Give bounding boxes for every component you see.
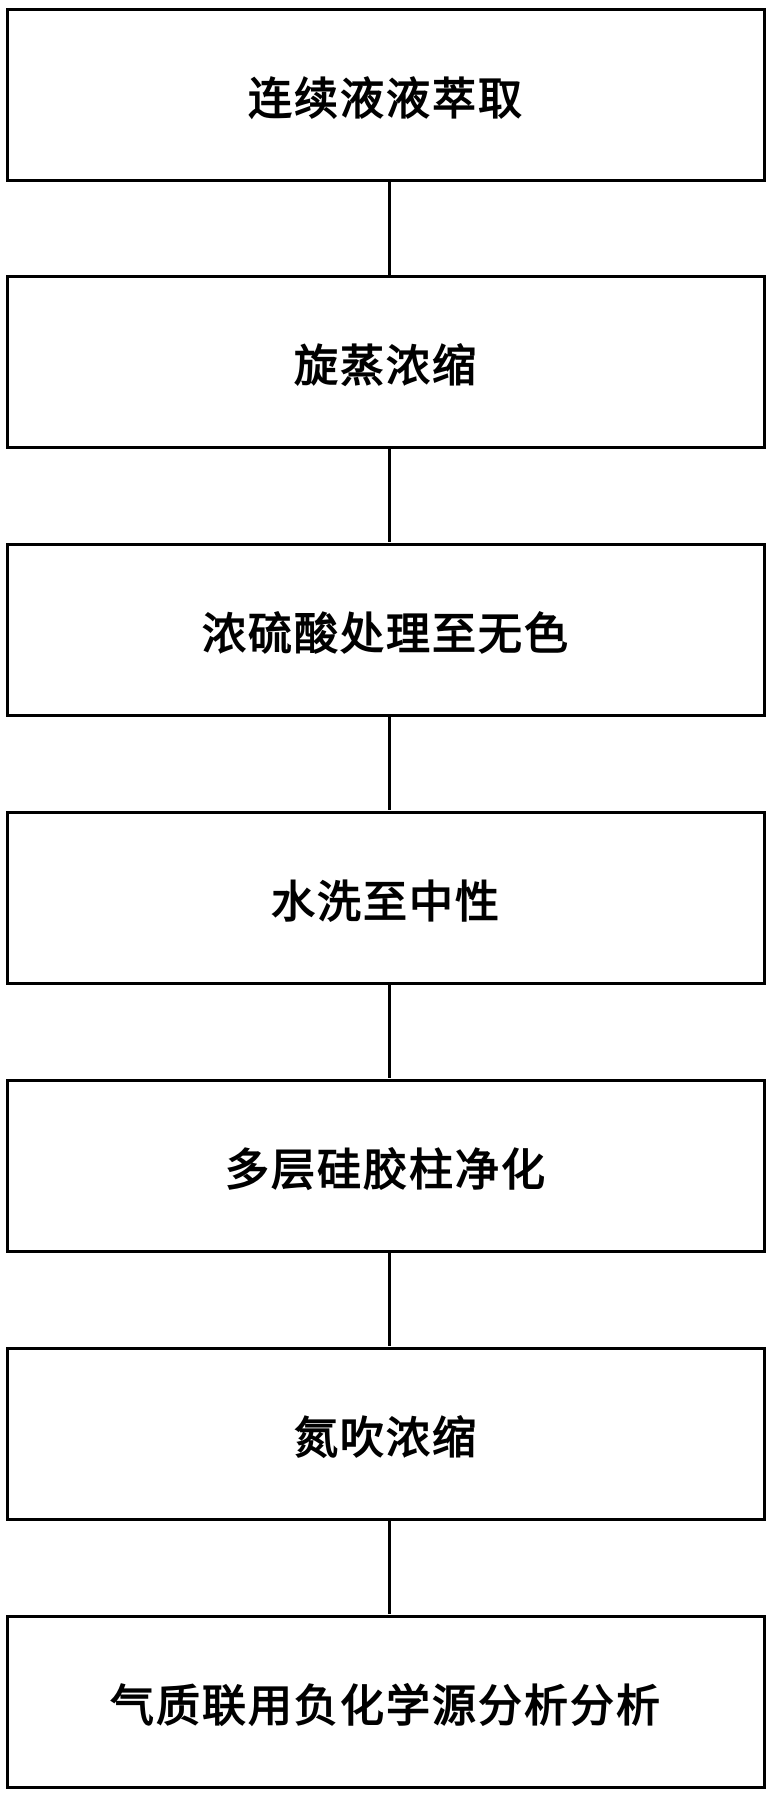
step-nitrogen-blowdown: 氮吹浓缩	[6, 1347, 766, 1521]
step-water-wash: 水洗至中性	[6, 811, 766, 985]
connector-line	[388, 1521, 391, 1614]
step-label: 水洗至中性	[271, 877, 501, 928]
step-sulfuric-acid-treatment: 浓硫酸处理至无色	[6, 543, 766, 717]
connector-line	[388, 449, 391, 542]
step-label: 旋蒸浓缩	[294, 341, 478, 392]
connector-line	[388, 182, 391, 275]
connector-line	[388, 1253, 391, 1346]
connector-line	[388, 985, 391, 1078]
step-rotary-evaporation: 旋蒸浓缩	[6, 275, 766, 449]
step-gcms-nci-analysis: 气质联用负化学源分析分析	[6, 1615, 766, 1789]
step-liquid-liquid-extraction: 连续液液萃取	[6, 8, 766, 182]
step-label: 浓硫酸处理至无色	[202, 609, 570, 660]
step-label: 连续液液萃取	[248, 74, 524, 125]
step-label: 氮吹浓缩	[294, 1413, 478, 1464]
step-label: 多层硅胶柱净化	[225, 1145, 547, 1196]
connector-line	[388, 717, 391, 810]
step-label: 气质联用负化学源分析分析	[110, 1681, 662, 1732]
step-silica-column-cleanup: 多层硅胶柱净化	[6, 1079, 766, 1253]
